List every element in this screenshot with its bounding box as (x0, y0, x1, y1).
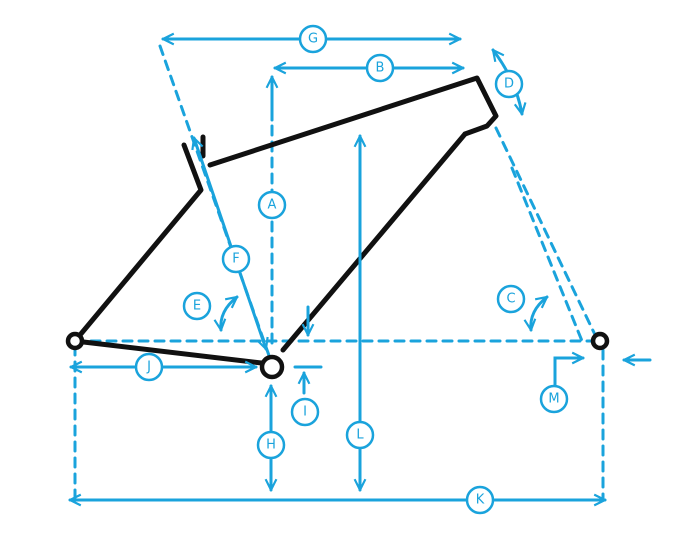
badge-b-text: B (376, 61, 385, 76)
m-dimension (553, 358, 585, 388)
steering-axis-line (494, 126, 600, 343)
badge-j: J (134, 352, 164, 382)
badge-l: L (345, 420, 375, 450)
badge-j-text: J (146, 360, 151, 375)
badge-k-text: K (476, 493, 485, 508)
badge-d-text: D (504, 77, 514, 92)
fork-offset-line (510, 166, 584, 343)
bottom-bracket (259, 354, 285, 380)
seatstay (72, 142, 204, 344)
badge-m: M (539, 384, 569, 414)
c-dimension (531, 295, 547, 330)
badge-i-text: I (303, 405, 307, 420)
badge-d: D (494, 69, 524, 99)
rear-axle (65, 331, 85, 351)
bike-frame (72, 75, 499, 367)
badge-c: C (496, 284, 526, 314)
badge-k: K (465, 485, 495, 515)
badge-h-text: H (266, 438, 276, 453)
chainstay (72, 338, 273, 367)
badge-i: I (290, 397, 320, 427)
badge-g: G (298, 24, 328, 54)
f-dimension (194, 138, 266, 349)
badge-a-text: A (268, 198, 277, 213)
badge-l-text: L (356, 428, 364, 443)
label-badges: G B D A F E C J I M H L K (134, 24, 569, 515)
badge-g-text: G (308, 32, 318, 47)
badge-c-text: C (506, 292, 515, 307)
front-axle (590, 331, 610, 351)
badge-h: H (256, 430, 286, 460)
axle-nodes (65, 331, 610, 380)
badge-e: E (182, 291, 212, 321)
reference-lines (73, 44, 605, 500)
badge-f-text: F (232, 252, 239, 267)
badge-f: F (221, 244, 251, 274)
e-dimension (221, 295, 237, 330)
badge-b: B (365, 53, 395, 83)
badge-a: A (257, 190, 287, 220)
badge-e-text: E (193, 299, 201, 314)
down-tube (280, 131, 468, 353)
badge-m-text: M (548, 392, 559, 407)
